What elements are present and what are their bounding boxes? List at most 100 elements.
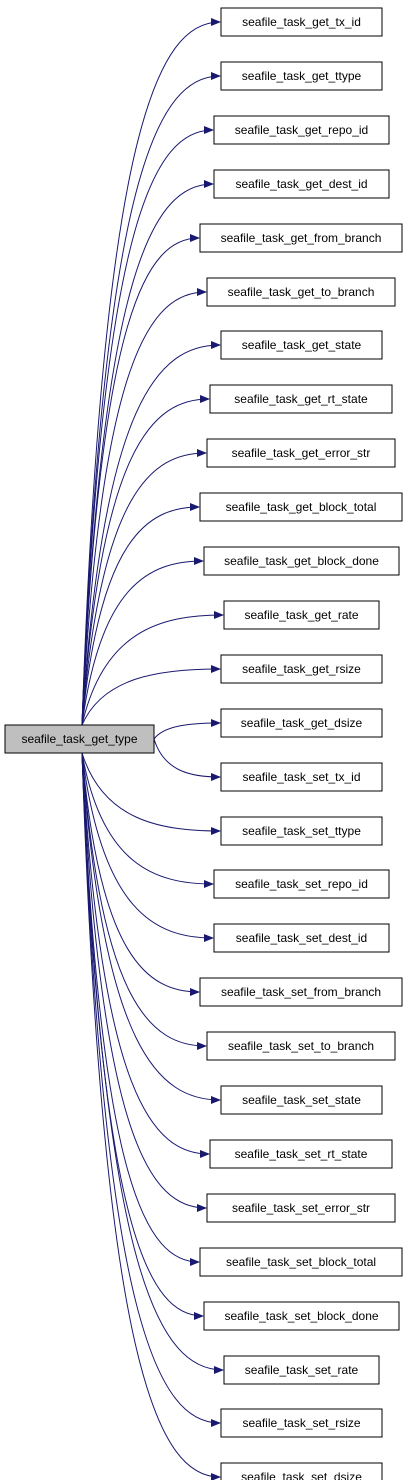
callee-node-seafile-task-get-tx-id-label: seafile_task_get_tx_id	[242, 15, 361, 29]
callee-node-seafile-task-set-rt-state[interactable]: seafile_task_set_rt_state	[209, 1139, 393, 1169]
call-edge-seafile-task-get-state	[81, 341, 221, 726]
call-edge-seafile-task-set-error-str	[81, 752, 207, 1212]
callee-node-seafile-task-set-error-str[interactable]: seafile_task_set_error_str	[206, 1193, 396, 1223]
callee-node-seafile-task-set-tx-id-box	[220, 762, 383, 792]
callee-node-seafile-task-get-error-str-box	[206, 438, 396, 468]
callee-node-seafile-task-set-repo-id[interactable]: seafile_task_set_repo_id	[213, 869, 390, 899]
callee-node-seafile-task-set-tx-id-label: seafile_task_set_tx_id	[242, 770, 360, 784]
callee-node-seafile-task-get-to-branch[interactable]: seafile_task_get_to_branch	[206, 277, 396, 307]
call-edge-seafile-task-set-ttype	[81, 752, 221, 835]
callee-node-seafile-task-set-rate-label: seafile_task_set_rate	[245, 1363, 359, 1377]
call-edge-seafile-task-set-block-total	[81, 752, 200, 1266]
callee-node-seafile-task-set-dsize-box	[220, 1462, 383, 1480]
callee-node-seafile-task-set-rsize[interactable]: seafile_task_set_rsize	[220, 1408, 383, 1438]
call-edge-seafile-task-get-block-total	[81, 503, 200, 726]
callee-node-seafile-task-get-tx-id[interactable]: seafile_task_get_tx_id	[220, 7, 383, 37]
callee-node-seafile-task-get-rate-label: seafile_task_get_rate	[244, 608, 358, 622]
callee-node-seafile-task-get-repo-id[interactable]: seafile_task_get_repo_id	[213, 115, 390, 145]
callee-node-seafile-task-set-dsize[interactable]: seafile_task_set_dsize	[220, 1462, 383, 1480]
callee-node-seafile-task-get-tx-id-box	[220, 7, 383, 37]
callee-node-seafile-task-get-block-total-label: seafile_task_get_block_total	[226, 500, 377, 514]
callee-node-seafile-task-get-to-branch-label: seafile_task_get_to_branch	[228, 285, 375, 299]
call-edge-seafile-task-get-block-done	[81, 557, 204, 726]
callee-node-seafile-task-set-repo-id-box	[213, 869, 390, 899]
call-edge-seafile-task-set-tx-id	[153, 738, 221, 781]
callee-node-seafile-task-set-to-branch-label: seafile_task_set_to_branch	[228, 1039, 374, 1053]
callee-node-seafile-task-get-dest-id-label: seafile_task_get_dest_id	[235, 177, 367, 191]
call-edge-seafile-task-set-state	[81, 752, 221, 1104]
callee-node-seafile-task-get-dsize[interactable]: seafile_task_get_dsize	[220, 708, 383, 738]
callee-node-seafile-task-get-block-total-box	[199, 492, 403, 522]
callee-node-seafile-task-get-to-branch-box	[206, 277, 396, 307]
callee-node-seafile-task-get-block-done[interactable]: seafile_task_get_block_done	[203, 546, 400, 576]
callee-node-seafile-task-get-from-branch[interactable]: seafile_task_get_from_branch	[199, 223, 403, 253]
call-edge-seafile-task-set-rate	[81, 752, 224, 1374]
callee-node-seafile-task-set-block-done[interactable]: seafile_task_set_block_done	[203, 1301, 400, 1331]
call-edge-seafile-task-get-dsize	[153, 719, 221, 740]
call-edge-seafile-task-get-tx-id	[81, 18, 221, 726]
callee-node-seafile-task-set-block-total[interactable]: seafile_task_set_block_total	[199, 1247, 403, 1277]
callee-node-seafile-task-get-from-branch-box	[199, 223, 403, 253]
callee-node-seafile-task-set-error-str-box	[206, 1193, 396, 1223]
callee-node-seafile-task-set-to-branch-box	[206, 1031, 396, 1061]
callee-node-seafile-task-set-from-branch-box	[199, 977, 403, 1007]
callee-node-seafile-task-set-rsize-label: seafile_task_set_rsize	[242, 1416, 360, 1430]
callee-node-seafile-task-get-repo-id-box	[213, 115, 390, 145]
callee-node-seafile-task-get-state[interactable]: seafile_task_get_state	[220, 330, 383, 360]
callee-node-seafile-task-set-state-label: seafile_task_set_state	[242, 1093, 361, 1107]
callee-node-seafile-task-set-rate[interactable]: seafile_task_set_rate	[223, 1355, 380, 1385]
callee-node-seafile-task-get-rsize-label: seafile_task_get_rsize	[242, 662, 361, 676]
callee-node-seafile-task-set-state-box	[220, 1085, 383, 1115]
callee-node-seafile-task-get-block-total[interactable]: seafile_task_get_block_total	[199, 492, 403, 522]
callee-node-seafile-task-get-ttype-box	[220, 61, 383, 91]
callee-node-seafile-task-get-rt-state-label: seafile_task_get_rt_state	[234, 392, 368, 406]
callee-node-seafile-task-set-to-branch[interactable]: seafile_task_set_to_branch	[206, 1031, 396, 1061]
callee-node-seafile-task-set-tx-id[interactable]: seafile_task_set_tx_id	[220, 762, 383, 792]
call-edge-seafile-task-get-rt-state	[81, 395, 210, 726]
callee-node-seafile-task-get-error-str[interactable]: seafile_task_get_error_str	[206, 438, 396, 468]
callee-node-seafile-task-set-dsize-label: seafile_task_set_dsize	[241, 1470, 362, 1480]
callee-node-seafile-task-set-ttype[interactable]: seafile_task_set_ttype	[220, 816, 383, 846]
callee-node-seafile-task-set-ttype-label: seafile_task_set_ttype	[242, 824, 361, 838]
callee-node-seafile-task-get-dest-id[interactable]: seafile_task_get_dest_id	[213, 169, 390, 199]
call-edge-seafile-task-get-rate	[81, 611, 224, 726]
callee-node-seafile-task-set-rsize-box	[220, 1408, 383, 1438]
callee-node-seafile-task-get-rsize[interactable]: seafile_task_get_rsize	[220, 654, 383, 684]
callee-node-seafile-task-get-dsize-box	[220, 708, 383, 738]
callee-node-seafile-task-set-block-total-label: seafile_task_set_block_total	[226, 1255, 376, 1269]
source-node-seafile-task-get-type-label: seafile_task_get_type	[21, 732, 137, 746]
callee-node-seafile-task-set-rt-state-box	[209, 1139, 393, 1169]
call-edge-seafile-task-get-dest-id	[81, 180, 214, 726]
callee-node-seafile-task-set-from-branch[interactable]: seafile_task_set_from_branch	[199, 977, 403, 1007]
callee-node-seafile-task-get-block-done-label: seafile_task_get_block_done	[224, 554, 379, 568]
call-edge-seafile-task-set-from-branch	[81, 752, 200, 996]
call-edge-seafile-task-get-to-branch	[81, 288, 207, 726]
callee-node-seafile-task-get-rt-state-box	[209, 384, 393, 414]
call-edge-seafile-task-set-dest-id	[81, 752, 214, 942]
callee-node-seafile-task-get-ttype[interactable]: seafile_task_get_ttype	[220, 61, 383, 91]
callee-node-seafile-task-set-rt-state-label: seafile_task_set_rt_state	[235, 1147, 368, 1161]
call-nodes: seafile_task_get_tx_id seafile_task_get_t…	[4, 7, 403, 1480]
source-node-seafile-task-get-type[interactable]: seafile_task_get_type	[4, 724, 155, 754]
callee-node-seafile-task-get-block-done-box	[203, 546, 400, 576]
source-node-seafile-task-get-type-box	[4, 724, 155, 754]
call-edge-seafile-task-set-to-branch	[81, 752, 207, 1050]
callee-node-seafile-task-set-state[interactable]: seafile_task_set_state	[220, 1085, 383, 1115]
callee-node-seafile-task-set-dest-id-box	[213, 923, 390, 953]
callee-node-seafile-task-set-block-total-box	[199, 1247, 403, 1277]
callee-node-seafile-task-get-rate[interactable]: seafile_task_get_rate	[223, 600, 380, 630]
call-edge-seafile-task-get-ttype	[81, 72, 221, 726]
callee-node-seafile-task-get-state-label: seafile_task_get_state	[242, 338, 362, 352]
call-edge-seafile-task-get-from-branch	[81, 234, 200, 726]
callee-node-seafile-task-get-rsize-box	[220, 654, 383, 684]
callee-node-seafile-task-get-rt-state[interactable]: seafile_task_get_rt_state	[209, 384, 393, 414]
callee-node-seafile-task-get-state-box	[220, 330, 383, 360]
call-edge-seafile-task-get-rsize	[81, 665, 221, 726]
callee-node-seafile-task-get-from-branch-label: seafile_task_get_from_branch	[221, 231, 382, 245]
callee-node-seafile-task-set-dest-id[interactable]: seafile_task_set_dest_id	[213, 923, 390, 953]
callee-node-seafile-task-get-dsize-label: seafile_task_get_dsize	[241, 716, 363, 730]
call-edge-seafile-task-get-error-str	[81, 449, 207, 726]
callee-node-seafile-task-get-repo-id-label: seafile_task_get_repo_id	[235, 123, 368, 137]
callee-node-seafile-task-set-repo-id-label: seafile_task_set_repo_id	[235, 877, 368, 891]
